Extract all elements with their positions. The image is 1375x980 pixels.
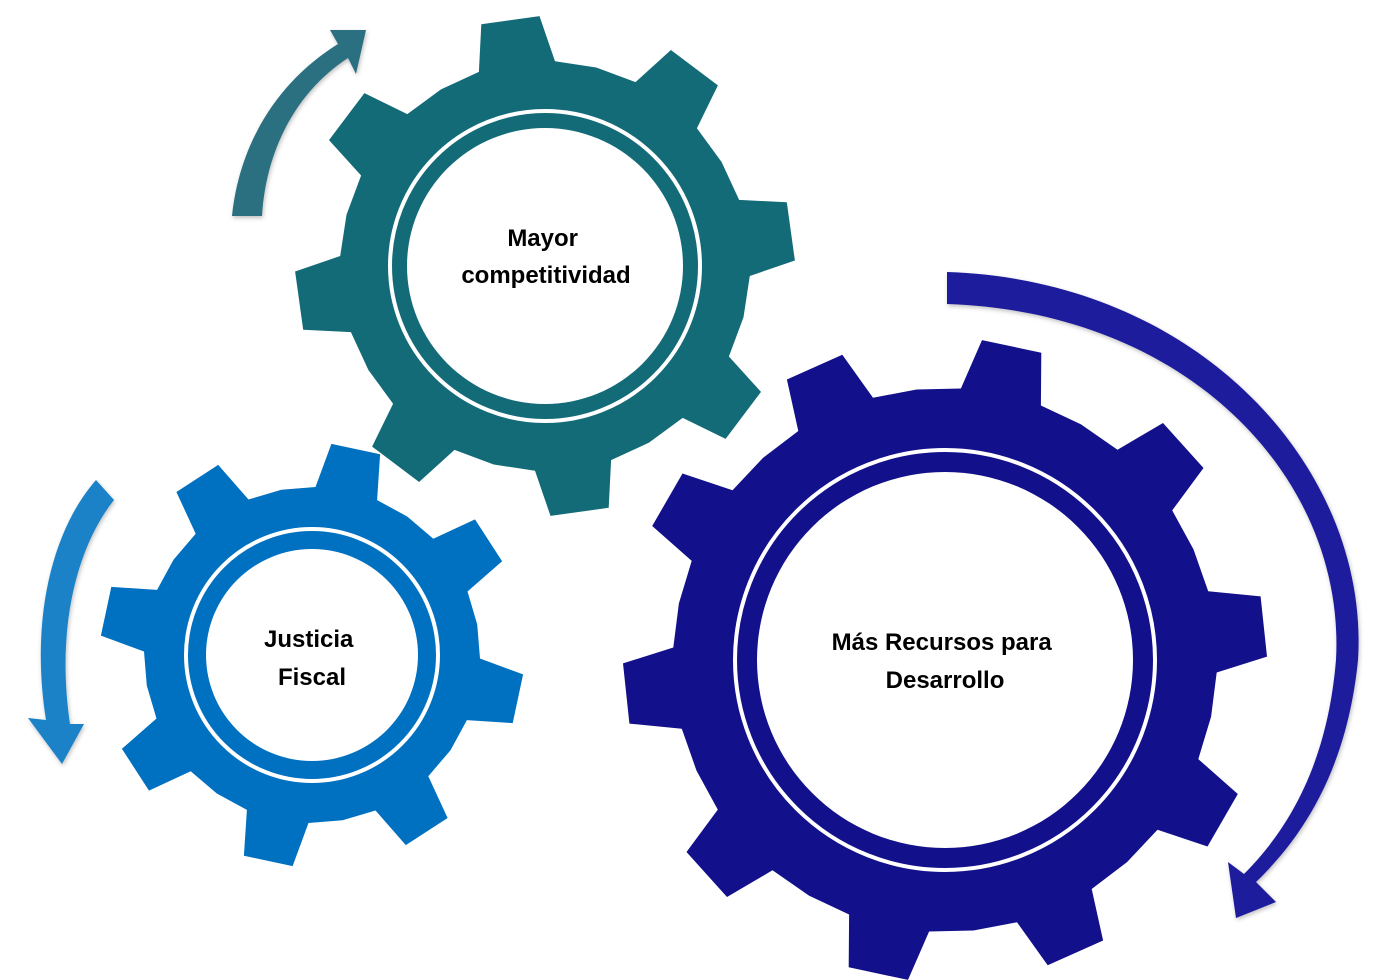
label-line: competitividad [461, 262, 630, 289]
rotation-arrow-recursos [947, 272, 1359, 918]
gear-recursos: Más Recursos para Desarrollo [623, 340, 1267, 980]
label-line: Justicia [264, 626, 354, 653]
gear-justicia: Justicia Fiscal [100, 443, 524, 867]
gear-center [407, 128, 683, 404]
rotation-arrow-justicia [28, 480, 114, 764]
gear-ring [733, 448, 1157, 872]
label-line: Desarrollo [886, 667, 1005, 694]
gear-center [757, 472, 1133, 848]
gear-ring [184, 527, 440, 783]
gear-label-competitividad: Mayor competitividad [461, 225, 630, 289]
arrow-body [232, 30, 366, 216]
gear-label-recursos: Más Recursos para Desarrollo [832, 629, 1059, 694]
label-line: Mayor [507, 225, 578, 252]
gear-center [206, 549, 418, 761]
label-line: Más Recursos para [832, 629, 1053, 656]
arrow-body [947, 272, 1359, 918]
gear-ring [388, 109, 702, 423]
arrow-body [28, 480, 114, 764]
gear-competitividad: Mayor competitividad [295, 16, 795, 516]
gear-label-justicia: Justicia Fiscal [264, 626, 360, 691]
label-line: Fiscal [278, 664, 346, 691]
rotation-arrow-competitividad [232, 30, 366, 216]
